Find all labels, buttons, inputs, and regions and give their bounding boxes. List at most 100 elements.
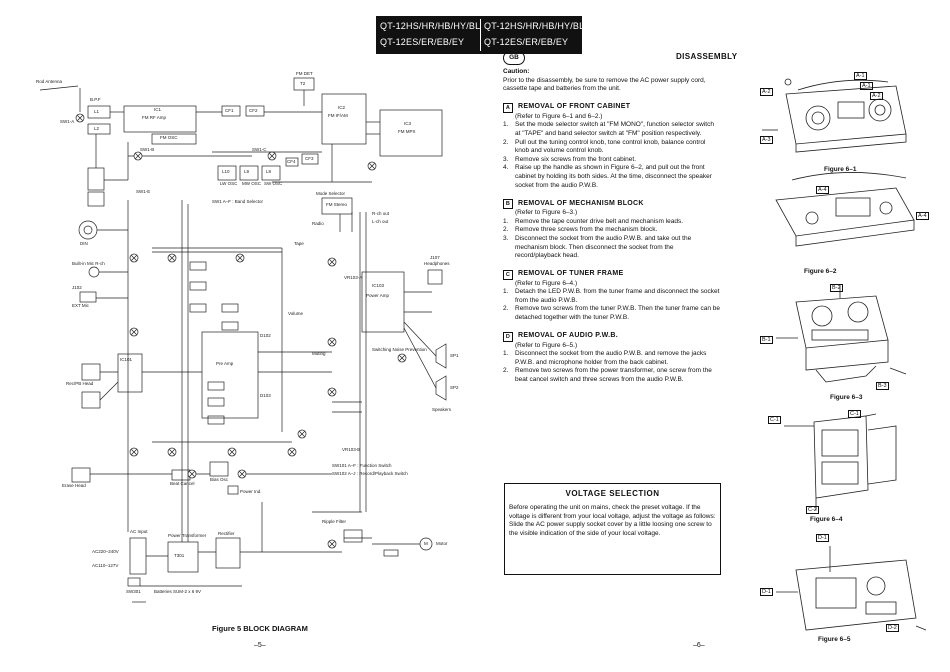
- step: 2.Remove three screws from the mechanism…: [503, 226, 721, 235]
- step-number: 1.: [503, 121, 509, 129]
- label-ac-110-127: AC110–127V: [92, 563, 119, 568]
- label-d102: D102: [260, 333, 271, 338]
- label-ext-mic: EXT Mic: [72, 303, 89, 308]
- gb-badge: GB: [503, 51, 525, 65]
- tag-box: C-2: [806, 506, 819, 514]
- label-erase-head: Erase Head: [62, 483, 86, 488]
- label-l1: L1: [94, 109, 100, 114]
- label-power-ind: Power Ind.: [240, 489, 262, 494]
- label-speakers: Speakers: [432, 407, 452, 412]
- label-sw1c: SW1-C: [252, 147, 267, 152]
- step-number: 4.: [503, 164, 509, 172]
- section-b: B REMOVAL OF MECHANISM BLOCK (Refer to F…: [503, 199, 721, 261]
- label-ac-input: AC Input: [130, 529, 148, 534]
- label-ripple-filter: Ripple Filter: [322, 519, 347, 524]
- label-sw-osc: SW OSC: [264, 181, 283, 186]
- tag-a2b: A-2: [870, 92, 883, 100]
- label-j107: J107: [430, 255, 440, 260]
- label-ic1: IC1: [154, 107, 162, 112]
- section-c-steps: 1.Detach the LED P.W.B. from the tuner f…: [503, 288, 721, 322]
- tag-box: D-1: [816, 534, 829, 542]
- label-j102: J102: [72, 285, 82, 290]
- section-d: D REMOVAL OF AUDIO P.W.B. (Refer to Figu…: [503, 331, 721, 385]
- label-cf1: CF1: [225, 108, 234, 113]
- section-a-ref: (Refer to Figure 6–1 and 6–2.): [515, 112, 603, 120]
- label-ic101: IC101: [120, 357, 133, 362]
- label-band-selector: SW1 A–F : Band Selector: [212, 199, 264, 204]
- step-text: Pull out the tuning control knob, tone c…: [515, 138, 706, 155]
- step: 1. Remove the tape counter drive belt and…: [503, 218, 721, 227]
- figures-drawing: [762, 78, 927, 631]
- label-ic3: IC3: [404, 121, 412, 126]
- label-r-ch-out: R-ch out: [372, 211, 390, 216]
- step-number: 1.: [503, 217, 509, 225]
- label-fm-rf-amp: FM RF Amp: [142, 115, 167, 120]
- label-sp1: SP1: [450, 353, 459, 358]
- step: 4.Raise up the handle as shown in Figure…: [503, 164, 721, 190]
- label-t301: T301: [174, 553, 185, 558]
- section-c-heading: C REMOVAL OF TUNER FRAME: [503, 269, 721, 280]
- tag-box: A-1: [854, 72, 867, 80]
- tag-c2: C-2: [806, 506, 819, 514]
- step-number: 3.: [503, 234, 509, 242]
- label-tape: Tape: [294, 241, 304, 246]
- page-number-right: –6–: [693, 642, 705, 649]
- label-cf2: CF2: [249, 108, 258, 113]
- tag-box: A-4: [916, 212, 929, 220]
- step-text: Remove the tape counter drive belt and m…: [515, 217, 684, 225]
- section-c: C REMOVAL OF TUNER FRAME (Refer to Figur…: [503, 269, 721, 323]
- label-vr103a: VR103-A: [344, 275, 363, 280]
- label-radio: Radio: [312, 221, 324, 226]
- label-bias-osc: Bias Osc: [210, 477, 229, 482]
- tag-b3: B-3: [876, 382, 889, 390]
- section-a-letter: A: [503, 102, 513, 113]
- tag-c1b: C-1: [848, 410, 861, 418]
- figure-5-caption: Figure 5 BLOCK DIAGRAM: [212, 624, 308, 633]
- step: 2.Pull out the tuning control knob, tone…: [503, 139, 721, 156]
- figure-6-4-caption: Figure 6–4: [810, 516, 843, 523]
- disassembly-text: Caution: Prior to the disassembly, be su…: [503, 68, 721, 385]
- label-sw1b: SW1-B: [140, 147, 155, 152]
- label-beat-cancel: Beat Cancel: [170, 481, 195, 486]
- tag-d1: D-1: [816, 534, 829, 542]
- tag-a4b: A-4: [916, 212, 929, 220]
- label-rec-pb-head: Rec/PB Head: [66, 381, 94, 386]
- section-a: A REMOVAL OF FRONT CABINET (Refer to Fig…: [503, 102, 721, 190]
- tag-box: D-1: [760, 588, 773, 596]
- voltage-selection-box: VOLTAGE SELECTION Before operating the u…: [504, 483, 721, 575]
- label-sp2: SP2: [450, 385, 459, 390]
- label-headphones: Headphones: [424, 261, 450, 266]
- step: 1.Detach the LED P.W.B. from the tuner f…: [503, 288, 721, 305]
- step-number: 1.: [503, 288, 509, 296]
- step-text: Disconnect the socket from the audio P.W…: [515, 350, 707, 366]
- label-fm-osc: FM OSC: [160, 135, 178, 140]
- step-text: Remove three screws from the mechanism b…: [515, 226, 658, 234]
- label-cf3: CF3: [305, 156, 314, 161]
- tag-box: C-1: [848, 410, 861, 418]
- model-list-right-1: QT-12HS/HR/HB/HY/BL: [484, 21, 585, 31]
- step-text: Remove six screws from the front cabinet…: [515, 155, 637, 163]
- section-c-ref: (Refer to Figure 6–4.): [515, 279, 578, 287]
- label-l-ch-out: L-ch out: [372, 219, 389, 224]
- tag-a3: A-3: [760, 136, 773, 144]
- figure-6-2-caption: Figure 6–2: [804, 268, 837, 275]
- label-power-amp: Power Amp: [366, 293, 390, 298]
- section-a-steps: 1.Set the mode selector switch at "FM MO…: [503, 121, 721, 190]
- section-d-steps: 1.Disconnect the socket from the audio P…: [503, 350, 721, 384]
- label-ic2: IC2: [338, 105, 346, 110]
- tag-box: B-1: [760, 336, 773, 344]
- tag-box: D-2: [886, 624, 899, 632]
- label-din: DIN: [80, 241, 88, 246]
- label-l8: L8: [266, 169, 272, 174]
- label-ac-220-240: AC220–240V: [92, 549, 119, 554]
- step-text: Remove two screws from the power transfo…: [515, 367, 712, 384]
- voltage-selection-title: VOLTAGE SELECTION: [565, 489, 660, 498]
- label-vr103b: VR103-B: [342, 447, 361, 452]
- tag-c1a: C-1: [768, 416, 781, 424]
- tag-b1: B-1: [760, 336, 773, 344]
- label-sw301: SW301: [126, 589, 141, 594]
- label-cf4: CF4: [287, 159, 296, 164]
- tag-box: A-4: [816, 186, 829, 194]
- disassembly-title: DISASSEMBLY: [676, 52, 738, 61]
- step-number: 2.: [503, 367, 509, 375]
